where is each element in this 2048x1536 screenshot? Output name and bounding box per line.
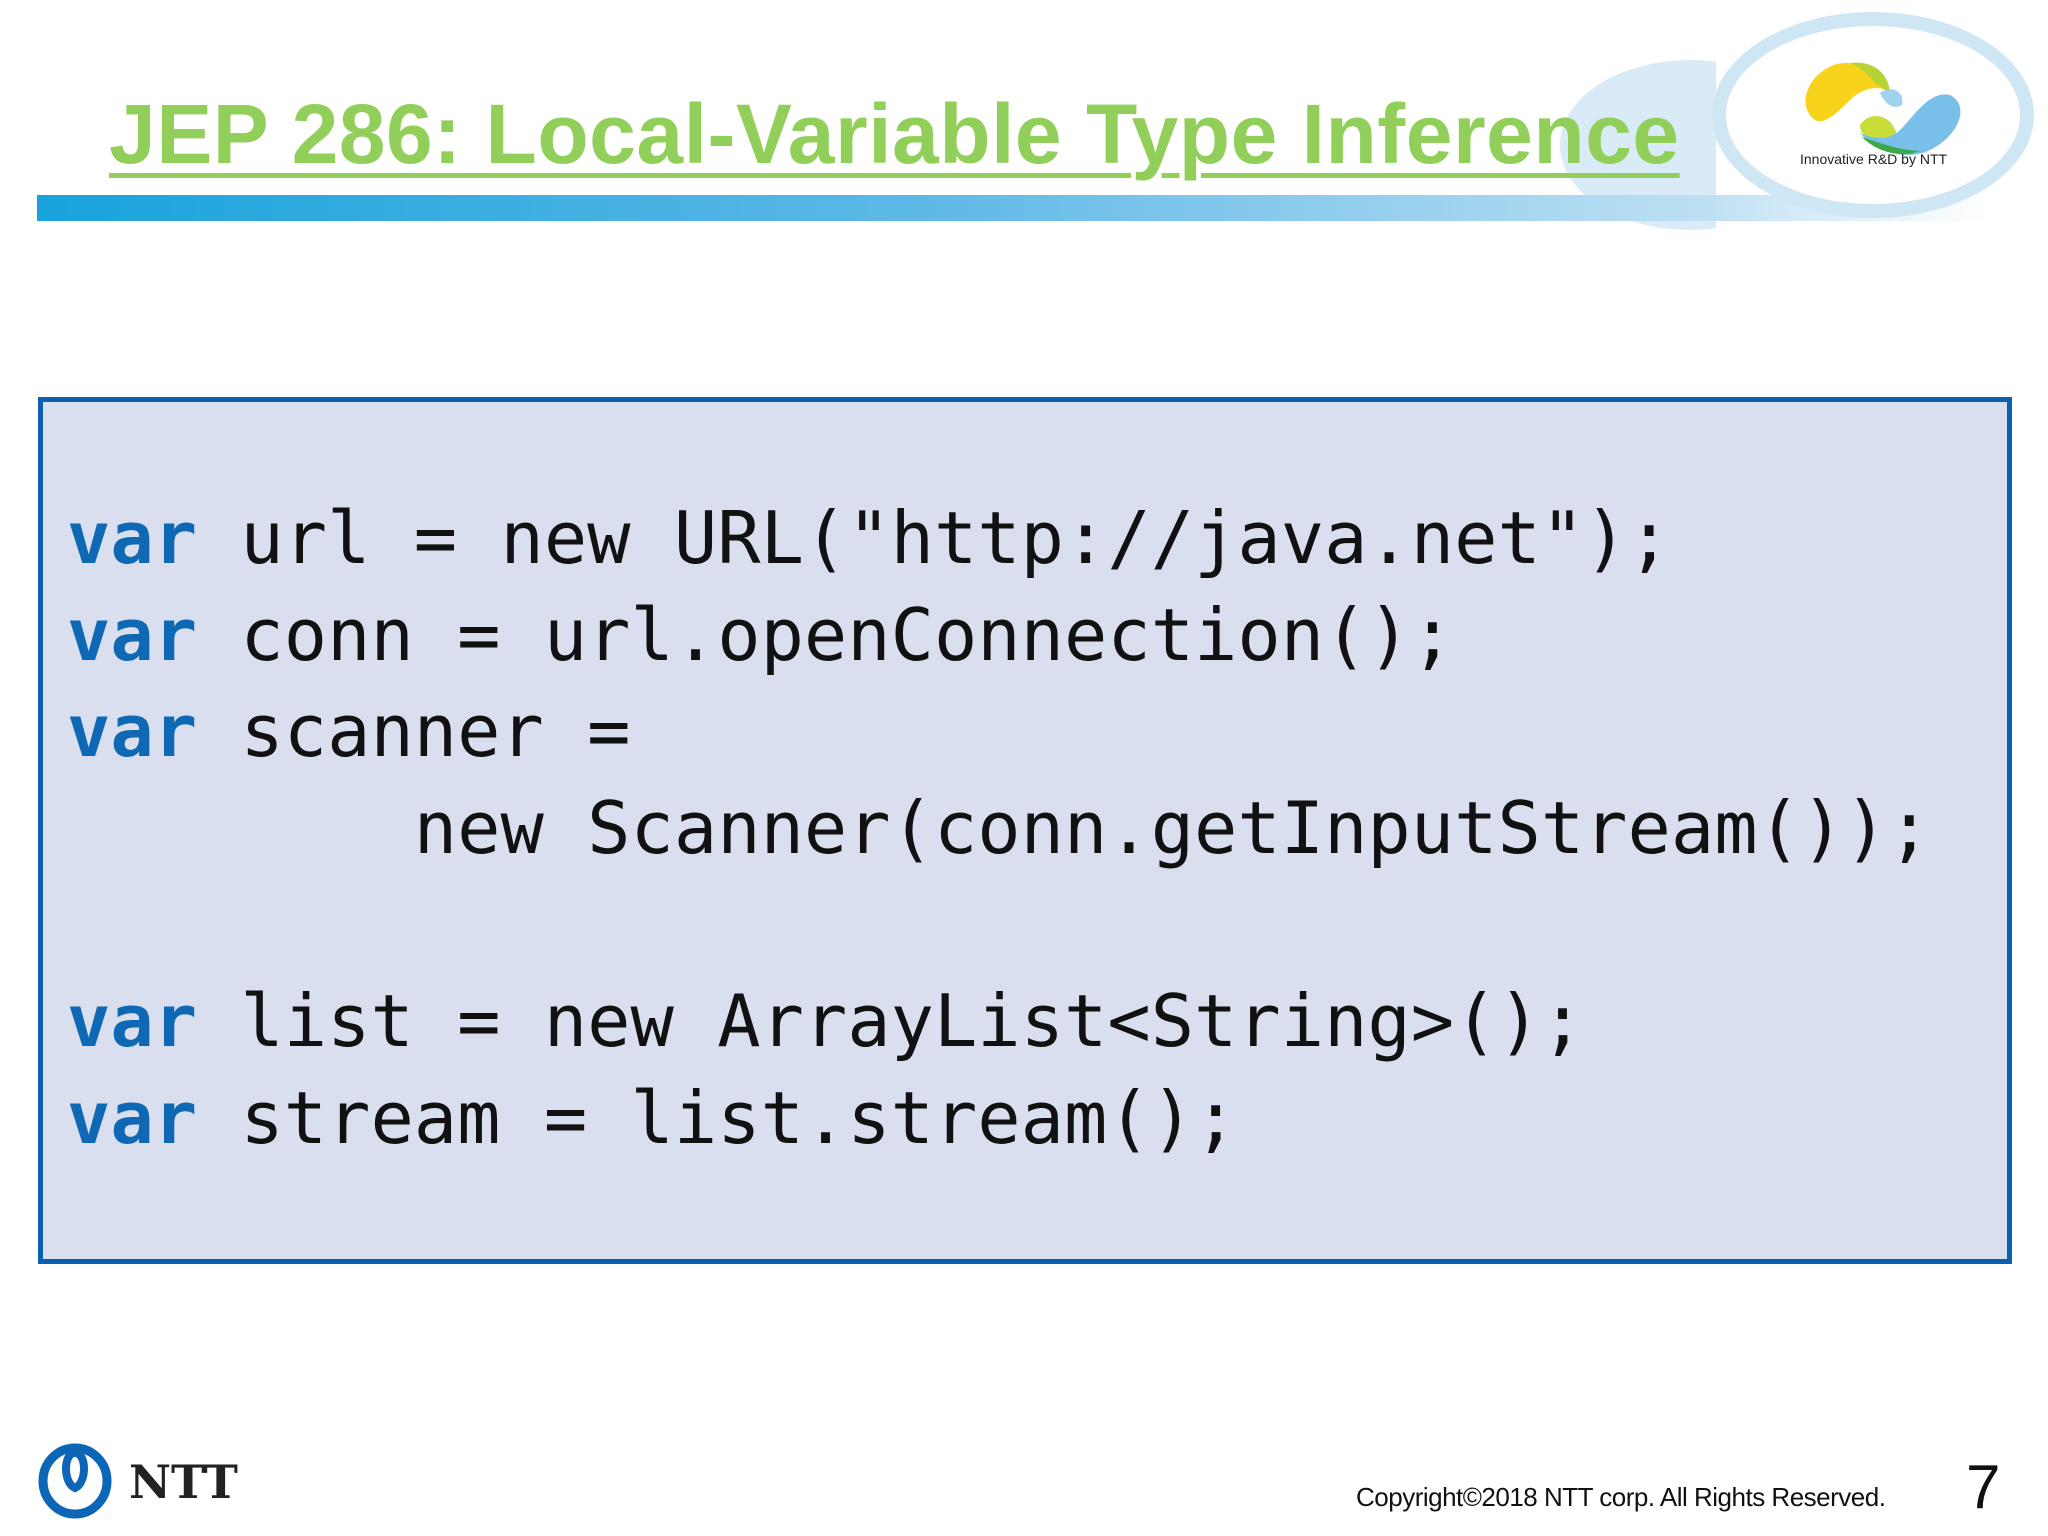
svg-text:NTT: NTT <box>129 1455 238 1509</box>
header-gradient-bar <box>37 195 1987 221</box>
code-line: var list = new ArrayList<String>(); <box>67 979 1584 1063</box>
page-number: 7 <box>1966 1453 2001 1522</box>
code-text: stream = list.stream(); <box>197 1075 1238 1160</box>
code-line: var conn = url.openConnection(); <box>67 593 1454 677</box>
slide-title: JEP 286: Local-Variable Type Inference <box>109 87 1680 181</box>
code-keyword: var <box>67 978 198 1063</box>
logo-tagline: Innovative R&D by NTT <box>1800 151 1948 167</box>
code-keyword: var <box>67 496 198 580</box>
code-keyword: var <box>67 592 198 677</box>
innovative-rd-logo-icon <box>1805 62 1961 155</box>
code-line: var stream = list.stream(); <box>67 1076 1237 1160</box>
code-text: new Scanner(conn.getInputStream()); <box>67 785 1931 870</box>
copyright-text: Copyright©2018 NTT corp. All Rights Rese… <box>1356 1482 1886 1512</box>
code-text: list = new ArrayList<String>(); <box>197 978 1585 1063</box>
code-line: new Scanner(conn.getInputStream()); <box>67 786 1931 870</box>
code-block: var url = new URL("http://java.net"); va… <box>67 490 1931 1166</box>
code-text: url = new URL("http://java.net"); <box>197 496 1671 580</box>
code-line: var scanner = <box>67 689 631 773</box>
code-keyword: var <box>67 1075 198 1160</box>
code-text: scanner = <box>197 689 631 774</box>
code-keyword: var <box>67 689 198 774</box>
ntt-logo-icon: NTT <box>38 1443 238 1519</box>
code-line: var url = new URL("http://java.net"); <box>67 496 1671 580</box>
code-text: conn = url.openConnection(); <box>197 592 1455 677</box>
code-box: var url = new URL("http://java.net"); va… <box>38 397 2012 1264</box>
